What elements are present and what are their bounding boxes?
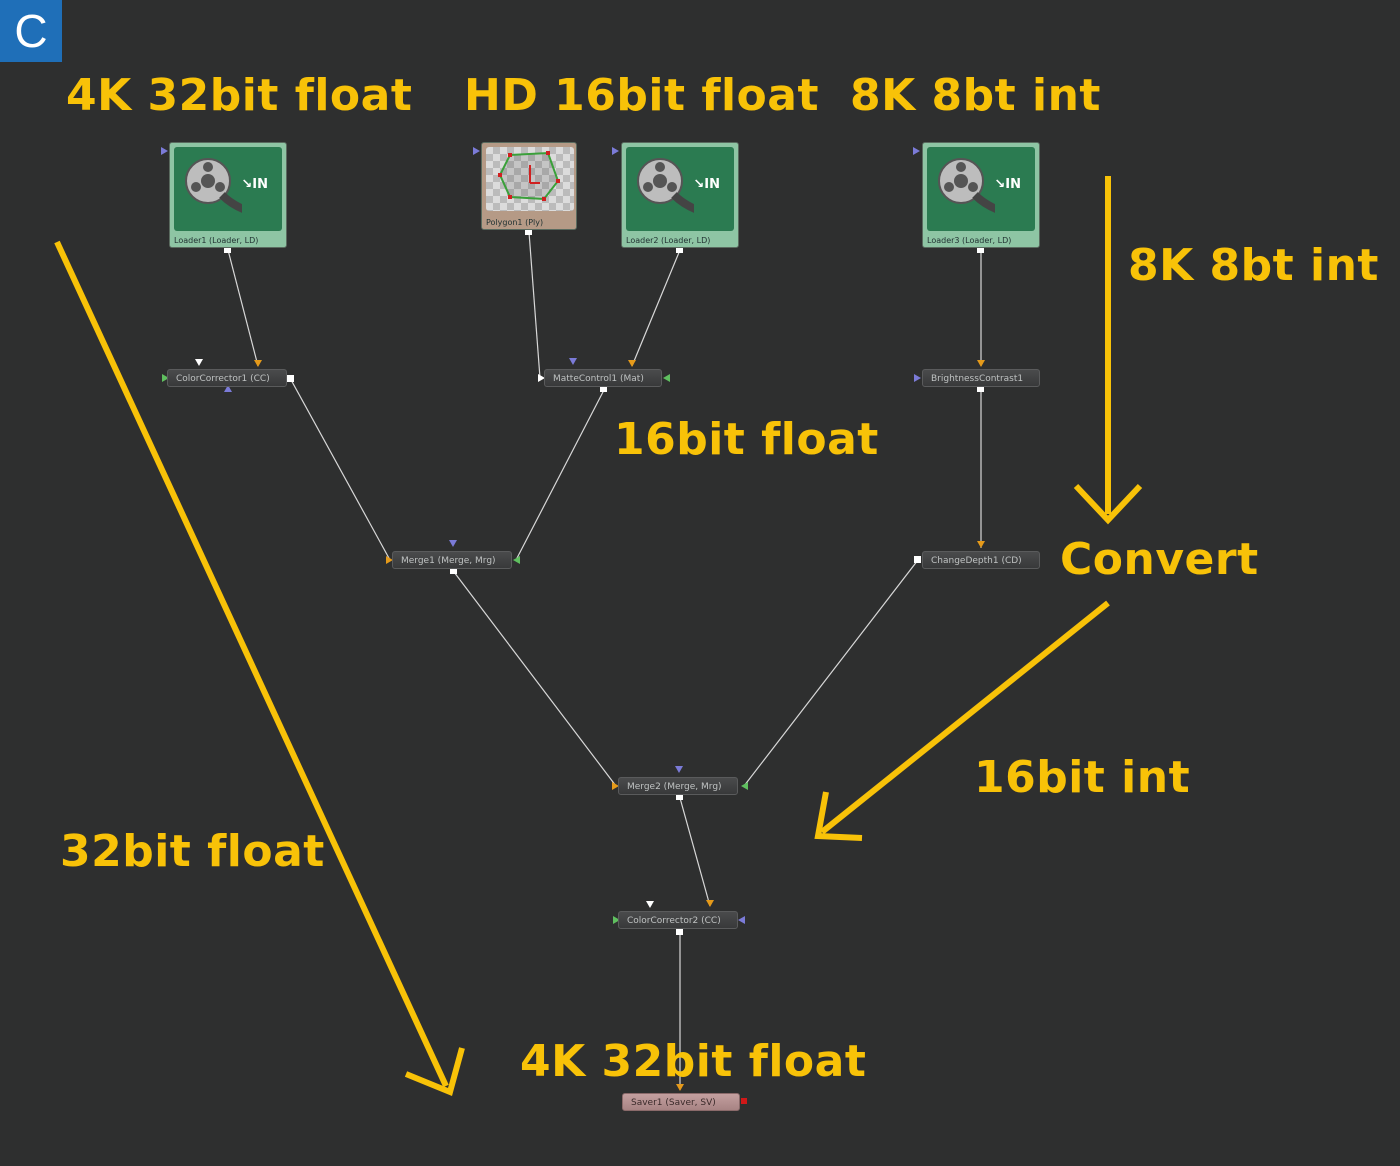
- arrow-16bit-int: [820, 600, 1110, 835]
- wire-cd1-merge2: [743, 559, 919, 787]
- arrowhead-16bit-int: [814, 791, 863, 841]
- merge1-node[interactable]: Merge1 (Merge, Mrg): [392, 551, 512, 569]
- wire-loader2-matte1: [631, 249, 681, 367]
- loader2-label: Loader2 (Loader, LD): [626, 236, 711, 245]
- figure-label-badge: C: [0, 0, 62, 62]
- annotation-right-int: 8K 8bt int: [1128, 240, 1379, 291]
- input-arrow[interactable]: [646, 901, 654, 908]
- input-arrow[interactable]: [254, 360, 262, 367]
- colorcorrector2-node[interactable]: ColorCorrector2 (CC): [618, 911, 738, 929]
- mask-arrow[interactable]: [663, 374, 670, 382]
- input-arrow[interactable]: [628, 360, 636, 367]
- polygon1-node[interactable]: Polygon1 (Ply): [481, 142, 577, 230]
- mask-arrow[interactable]: [741, 782, 748, 790]
- wire-matte1-merge1: [515, 389, 605, 561]
- wire-polygon1-matte1: [528, 231, 541, 379]
- port[interactable]: [977, 246, 984, 253]
- port[interactable]: [676, 793, 683, 800]
- mattecontrol1-node[interactable]: MatteControl1 (Mat): [544, 369, 662, 387]
- wire-merge1-merge2: [453, 571, 617, 787]
- input-arrow[interactable]: [914, 374, 921, 382]
- changedepth1-node[interactable]: ChangeDepth1 (CD): [922, 551, 1040, 569]
- annotation-top-left: 4K 32bit float: [66, 70, 413, 121]
- input-arrow[interactable]: [161, 147, 168, 155]
- input-arrow[interactable]: [449, 540, 457, 547]
- input-arrow[interactable]: [162, 374, 169, 382]
- input-arrow[interactable]: [569, 358, 577, 365]
- wire-merge2-cc2: [679, 797, 711, 907]
- polygon1-label: Polygon1 (Ply): [486, 218, 544, 227]
- film-reel-icon: ↘IN: [174, 147, 282, 231]
- input-arrow[interactable]: [473, 147, 480, 155]
- input-arrow[interactable]: [977, 360, 985, 367]
- port[interactable]: [525, 228, 532, 235]
- loader3-node[interactable]: ↘IN Loader3 (Loader, LD): [922, 142, 1040, 248]
- loader3-label: Loader3 (Loader, LD): [927, 236, 1012, 245]
- port[interactable]: [600, 385, 607, 392]
- input-arrow[interactable]: [613, 916, 620, 924]
- port[interactable]: [676, 246, 683, 253]
- loader2-node[interactable]: ↘IN Loader2 (Loader, LD): [621, 142, 739, 248]
- port[interactable]: [224, 246, 231, 253]
- arrowhead-32bit-float: [404, 1047, 465, 1097]
- input-arrow[interactable]: [675, 766, 683, 773]
- port[interactable]: [287, 375, 294, 382]
- annotation-16bit-int: 16bit int: [974, 752, 1191, 803]
- port[interactable]: [914, 556, 921, 563]
- input-arrow[interactable]: [612, 782, 619, 790]
- arrow-32bit-float: [54, 240, 449, 1088]
- merge2-node[interactable]: Merge2 (Merge, Mrg): [618, 777, 738, 795]
- mask-arrow[interactable]: [513, 556, 520, 564]
- loader1-label: Loader1 (Loader, LD): [174, 236, 259, 245]
- input-arrow[interactable]: [977, 541, 985, 548]
- film-reel-icon: ↘IN: [927, 147, 1035, 231]
- wire-loader1-cc1: [227, 249, 259, 367]
- input-arrow[interactable]: [913, 147, 920, 155]
- brightnesscontrast1-node[interactable]: BrightnessContrast1: [922, 369, 1040, 387]
- arrowhead-8k-int: [1073, 483, 1143, 525]
- annotation-left-float: 32bit float: [60, 826, 325, 877]
- annotation-top-right: 8K 8bt int: [850, 70, 1101, 121]
- annotation-mid-float: 16bit float: [614, 414, 879, 465]
- port[interactable]: [450, 567, 457, 574]
- film-reel-icon: ↘IN: [626, 147, 734, 231]
- annotation-top-mid: HD 16bit float: [464, 70, 820, 121]
- input-arrow[interactable]: [676, 1084, 684, 1091]
- saver1-node[interactable]: Saver1 (Saver, SV): [622, 1093, 740, 1111]
- input-arrow[interactable]: [386, 556, 393, 564]
- loader1-node[interactable]: ↘IN Loader1 (Loader, LD): [169, 142, 287, 248]
- input-arrow[interactable]: [195, 359, 203, 366]
- colorcorrector1-node[interactable]: ColorCorrector1 (CC): [167, 369, 287, 387]
- wire-cc1-merge1: [289, 377, 391, 561]
- annotation-bottom: 4K 32bit float: [520, 1036, 867, 1087]
- input-arrow[interactable]: [538, 374, 545, 382]
- polygon-mask-icon: [486, 147, 574, 211]
- input-arrow[interactable]: [612, 147, 619, 155]
- input-arrow[interactable]: [224, 385, 232, 392]
- port[interactable]: [676, 928, 683, 935]
- saver-output-port[interactable]: [741, 1098, 747, 1104]
- input-arrow[interactable]: [738, 916, 745, 924]
- annotation-convert: Convert: [1060, 534, 1259, 585]
- input-arrow[interactable]: [706, 900, 714, 907]
- port[interactable]: [977, 385, 984, 392]
